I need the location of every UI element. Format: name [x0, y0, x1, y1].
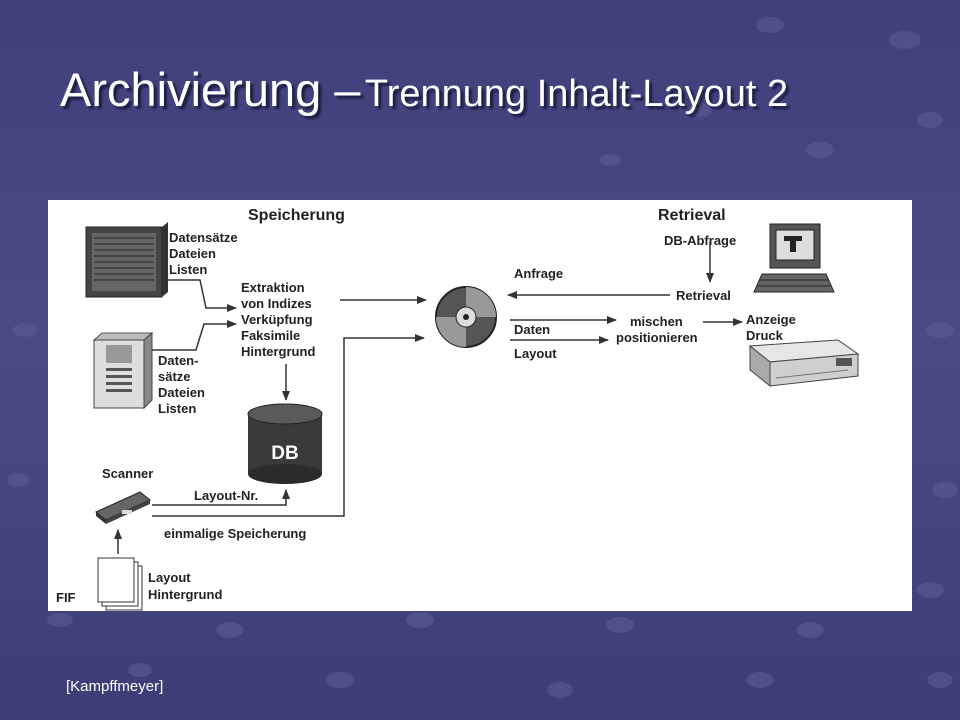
section-storage-header: Speicherung [248, 207, 345, 224]
source-citation: [Kampffmeyer] [66, 678, 164, 695]
mainframe-label: Datensätze Dateien Listen [169, 230, 241, 277]
server-tower-icon [92, 331, 154, 410]
data-label: Daten [514, 322, 550, 337]
merge-label: mischen positionieren [616, 314, 698, 345]
disc-icon [435, 286, 497, 348]
scanner-label: Scanner [102, 466, 153, 481]
one-time-storage-arrow [152, 334, 425, 517]
retrieval-label: Retrieval [676, 288, 731, 303]
printer-icon [748, 339, 860, 388]
mainframe-icon [85, 222, 168, 298]
scanner-to-db-arrow [152, 489, 290, 506]
server-label: Daten- sätze Dateien Listen [158, 353, 209, 416]
archiving-diagram: Speicherung Retrieval Datensätze Dateien… [56, 207, 860, 611]
diagram-panel: Speicherung Retrieval Datensätze Dateien… [48, 200, 912, 611]
layout-label: Layout [514, 346, 557, 361]
layout-nr-label: Layout-Nr. [194, 488, 258, 503]
server-to-extraction-arrow [152, 320, 237, 351]
section-retrieval-header: Retrieval [658, 207, 726, 224]
terminal-icon [753, 223, 835, 293]
database-icon [247, 403, 323, 484]
slide-title-sub: Trennung Inhalt-Layout 2 [364, 73, 789, 115]
extraction-label: Extraktion von Indizes Verküpfung Faksim… [241, 280, 316, 359]
one-time-storage-label: einmalige Speicherung [164, 526, 306, 541]
database-label: DB [271, 443, 298, 464]
scanner-icon [95, 491, 151, 524]
query-label: Anfrage [514, 266, 563, 281]
db-query-label: DB-Abfrage [664, 233, 736, 248]
slide-title-main: Archivierung – [60, 63, 361, 116]
output-label: Anzeige Druck [746, 312, 799, 343]
logo: FIF [56, 590, 76, 605]
document-label: Layout Hintergrund [148, 570, 222, 602]
document-stack-icon [97, 557, 143, 611]
mainframe-to-extraction-arrow [164, 279, 237, 312]
slide-title: Archivierung – Trennung Inhalt-Layout 2 [60, 62, 788, 117]
